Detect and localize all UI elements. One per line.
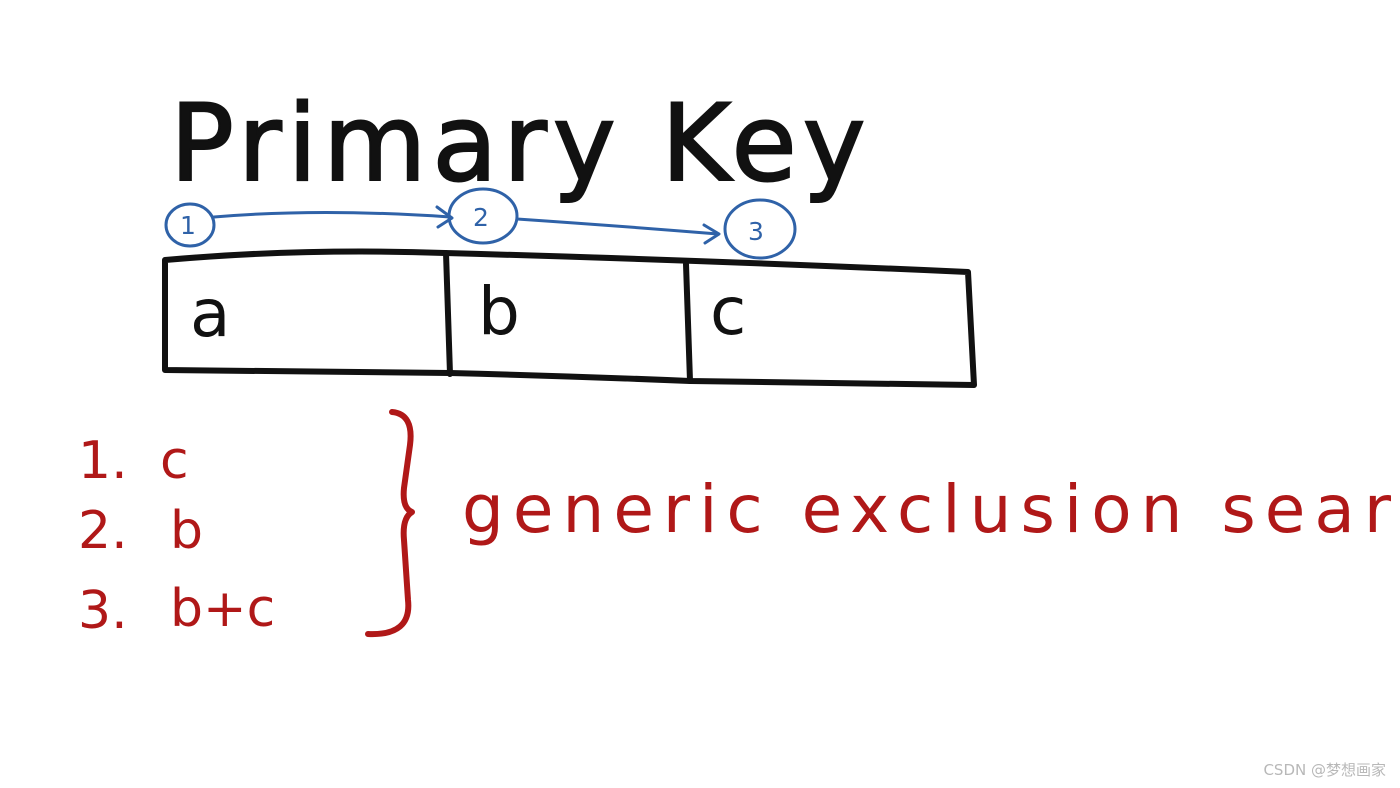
step-arrow-1-2 xyxy=(212,211,452,219)
step-label-3: 3 xyxy=(748,217,764,246)
option-number-2: 2. xyxy=(78,501,128,561)
step-circle-1 xyxy=(164,202,216,248)
table-cell-a: a xyxy=(190,275,230,352)
bracket-label: generic exclusion search xyxy=(462,471,1400,548)
table-divider-1 xyxy=(443,250,453,377)
step-arrow-2-3-head xyxy=(702,223,721,245)
step-arrow-1-2-head xyxy=(435,205,454,229)
diagram-title: Primary Key xyxy=(170,82,871,205)
key-table xyxy=(162,248,977,388)
option-columns-1: c xyxy=(160,431,189,491)
option-columns-3: b+c xyxy=(170,579,275,639)
table-cell-c: c xyxy=(710,273,746,350)
step-label-2: 2 xyxy=(473,203,489,232)
table-cell-b: b xyxy=(478,273,520,350)
option-number-1: 1. xyxy=(78,431,128,491)
step-sequence xyxy=(164,187,797,260)
table-outline xyxy=(162,248,977,388)
curly-brace xyxy=(365,409,415,638)
step-circle-3 xyxy=(723,198,797,260)
table-divider-2 xyxy=(683,261,693,384)
step-label-1: 1 xyxy=(180,211,196,240)
option-columns-2: b xyxy=(170,501,203,561)
option-number-3: 3. xyxy=(78,581,128,641)
step-arrow-2-3 xyxy=(515,217,720,236)
watermark: CSDN @梦想画家 xyxy=(1263,761,1386,779)
